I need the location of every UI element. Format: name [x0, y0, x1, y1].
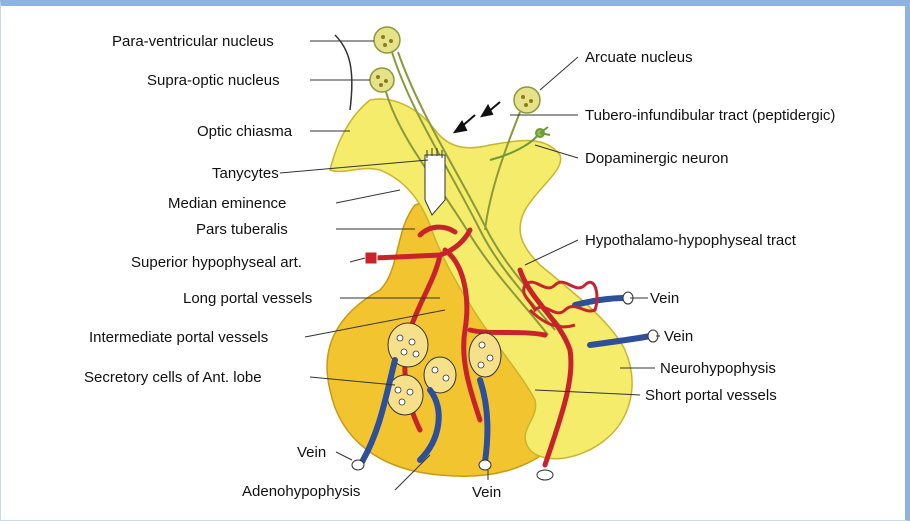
- artery-bottom-end: [537, 470, 553, 480]
- label-median-eminence: Median eminence: [168, 195, 286, 212]
- supraoptic-nucleus: [370, 68, 394, 92]
- direction-arrows: [455, 102, 500, 132]
- label-dopaminergic: Dopaminergic neuron: [585, 150, 728, 167]
- vein-bottom-end: [479, 460, 491, 470]
- label-paraventricular: Para-ventricular nucleus: [112, 33, 274, 50]
- label-vein-bottom: Vein: [472, 484, 501, 501]
- label-short-portal: Short portal vessels: [645, 387, 777, 404]
- label-long-portal: Long portal vessels: [183, 290, 312, 307]
- superior-hypophyseal-artery-end: [365, 252, 377, 264]
- paraventricular-nucleus: [374, 27, 400, 53]
- label-secretory-cells: Secretory cells of Ant. lobe: [84, 369, 262, 386]
- label-arcuate: Arcuate nucleus: [585, 49, 693, 66]
- label-optic-chiasma: Optic chiasma: [197, 123, 293, 140]
- label-tanycytes: Tanycytes: [212, 165, 279, 182]
- label-vein-right-top: Vein: [650, 290, 679, 307]
- label-superior-hypophyseal: Superior hypophyseal art.: [131, 254, 302, 271]
- vein-left-end: [352, 460, 364, 470]
- label-neurohypophysis: Neurohypophysis: [660, 360, 776, 377]
- label-supraoptic: Supra-optic nucleus: [147, 72, 280, 89]
- label-hypothalamo-hypophyseal: Hypothalamo-hypophyseal tract: [585, 232, 797, 249]
- third-ventricle-line: [335, 35, 352, 110]
- label-intermediate-portal: Intermediate portal vessels: [89, 329, 268, 346]
- label-vein-left: Vein: [297, 444, 326, 461]
- label-adenohypophysis: Adenohypophysis: [242, 483, 360, 500]
- label-pars-tuberalis: Pars tuberalis: [196, 221, 288, 238]
- label-tuberoinfundibular: Tubero-infundibular tract (peptidergic): [585, 107, 835, 124]
- arcuate-nucleus: [514, 87, 540, 113]
- label-vein-right-mid: Vein: [664, 328, 693, 345]
